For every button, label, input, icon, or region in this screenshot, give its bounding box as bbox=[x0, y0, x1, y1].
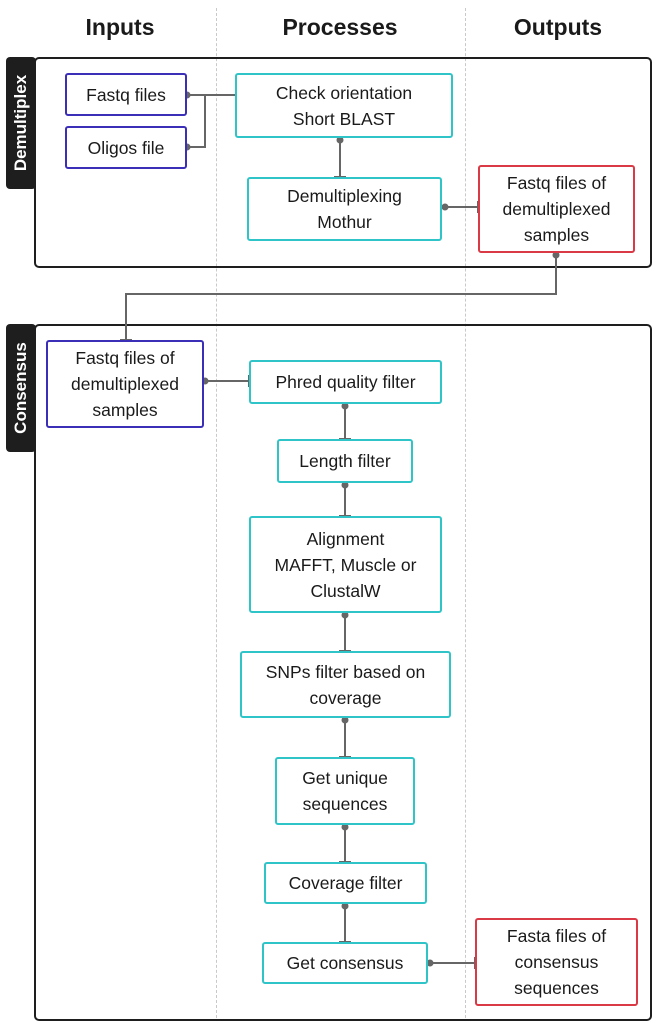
node-demultiplexing: Demultiplexing Mothur bbox=[247, 177, 442, 241]
column-divider-left bbox=[216, 8, 217, 1018]
node-get-consensus: Get consensus bbox=[262, 942, 428, 984]
node-check-orientation: Check orientation Short BLAST bbox=[235, 73, 453, 138]
column-divider-right bbox=[465, 8, 466, 1018]
consensus-lane-label: Consensus bbox=[6, 324, 36, 452]
node-length-filter: Length filter bbox=[277, 439, 413, 483]
node-phred-quality-filter: Phred quality filter bbox=[249, 360, 442, 404]
node-get-unique-sequences: Get unique sequences bbox=[275, 757, 415, 825]
connector-output-to-consensus-input bbox=[125, 253, 557, 340]
column-header-processes: Processes bbox=[282, 14, 398, 40]
demultiplex-lane-label: Demultiplex bbox=[6, 57, 36, 189]
consensus-lane bbox=[34, 324, 652, 1021]
node-fasta-consensus-output: Fasta files of consensus sequences bbox=[475, 918, 638, 1006]
node-snps-filter: SNPs filter based on coverage bbox=[240, 651, 451, 718]
node-fastq-demultiplexed-output: Fastq files of demultiplexed samples bbox=[478, 165, 635, 253]
node-coverage-filter: Coverage filter bbox=[264, 862, 427, 904]
node-alignment: Alignment MAFFT, Muscle or ClustalW bbox=[249, 516, 442, 613]
node-fastq-files: Fastq files bbox=[65, 73, 187, 116]
column-header-outputs: Outputs bbox=[513, 14, 603, 40]
node-oligos-file: Oligos file bbox=[65, 126, 187, 169]
node-fastq-demultiplexed-input: Fastq files of demultiplexed samples bbox=[46, 340, 204, 428]
column-header-inputs: Inputs bbox=[85, 14, 155, 40]
connector-oligos-to-check bbox=[187, 95, 206, 148]
